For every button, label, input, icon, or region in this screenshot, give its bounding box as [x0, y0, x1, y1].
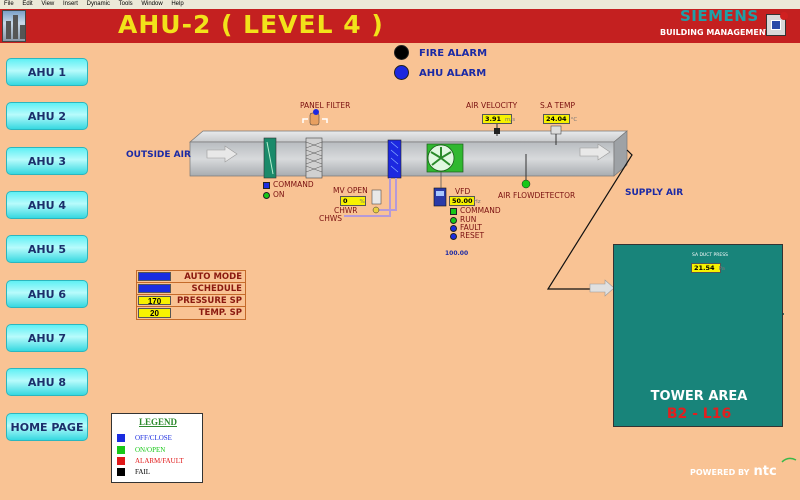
vfd-icon — [433, 187, 447, 207]
vfd-fault-status: FAULT — [450, 223, 482, 232]
vfd-command-status[interactable]: COMMAND — [450, 206, 501, 215]
mv-open-label: MV OPEN — [333, 186, 368, 195]
nav-ahu-4-button[interactable]: AHU 4 — [6, 191, 88, 219]
legend-swatch-icon — [117, 457, 125, 466]
vfd-hz-value[interactable]: 50.00Hz — [449, 196, 481, 206]
chws-label: CHWS — [319, 214, 343, 223]
vfd-label: VFD — [455, 187, 471, 196]
mv-open-value[interactable]: 0% — [340, 196, 366, 206]
schedule-label: SCHEDULE — [191, 284, 242, 294]
vendor-logo: ntc — [753, 464, 777, 479]
ahu-alarm-label: AHU ALARM — [419, 68, 487, 79]
header-bar — [0, 9, 800, 43]
brand-logo: SIEMENS — [680, 7, 759, 25]
nav-ahu-1-button[interactable]: AHU 1 — [6, 58, 88, 86]
damper-on-status: ON — [263, 190, 285, 199]
supply-air-label: SUPPLY AIR — [625, 188, 684, 198]
ahu-duct — [189, 141, 615, 177]
nav-ahu-2-button[interactable]: AHU 2 — [6, 102, 88, 130]
outside-air-label: OUTSIDE AIR — [126, 150, 191, 160]
page-title: AHU-2 ( LEVEL 4 ) — [118, 10, 384, 39]
status-dot-icon — [450, 216, 457, 224]
chwr-label: CHWR — [334, 206, 358, 215]
pressure-sp-label: PRESSURE SP — [176, 296, 242, 306]
legend-title: LEGEND — [138, 417, 177, 427]
nav-ahu-7-button[interactable]: AHU 7 — [6, 324, 88, 352]
tower-area-title: TOWER AREA — [650, 389, 748, 404]
menu-window[interactable]: Window — [141, 1, 163, 7]
panel-filter-label: PANEL FILTER — [300, 101, 351, 110]
menu-help[interactable]: Help — [171, 1, 184, 7]
status-dot-icon — [263, 191, 270, 199]
temp-sp-value[interactable]: 20 — [138, 308, 171, 318]
vfd-speed-value: 100.00 — [445, 250, 469, 257]
status-square-icon — [263, 181, 270, 189]
damper-command-status: COMMAND — [263, 180, 314, 189]
supply-air-line — [546, 149, 633, 290]
fire-alarm-label: FIRE ALARM — [419, 48, 488, 59]
auto-mode-indicator[interactable] — [138, 272, 171, 281]
legend: LEGEND OFF/CLOSE ON/OPEN ALARM/FAULT FAI… — [111, 413, 203, 483]
legend-item: OFF/CLOSE — [117, 434, 172, 443]
nav-ahu-3-button[interactable]: AHU 3 — [6, 147, 88, 175]
nav-ahu-5-button[interactable]: AHU 5 — [6, 235, 88, 263]
nav-ahu-8-button[interactable]: AHU 8 — [6, 368, 88, 396]
ntc-logo-icon — [781, 457, 797, 463]
sa-temp-value: 24.04°C — [543, 114, 577, 124]
ahu-alarm-indicator — [394, 65, 409, 80]
outlet-arrow-icon — [579, 143, 611, 161]
building-logo — [2, 10, 26, 42]
legend-item: ALARM/FAULT — [117, 457, 184, 466]
fire-alarm-indicator — [394, 45, 409, 60]
cooling-coil-icon — [387, 139, 402, 179]
menu-file[interactable]: File — [4, 1, 14, 7]
menu-insert[interactable]: Insert — [62, 1, 78, 7]
sa-duct-press-label: SA DUCT PRESS — [692, 253, 728, 258]
vfd-reset-status[interactable]: RESET — [450, 231, 484, 240]
status-dot-icon — [450, 224, 457, 232]
panel-filter-icon — [305, 137, 323, 179]
menu-dynamic[interactable]: Dynamic — [86, 1, 110, 7]
legend-swatch-icon — [117, 468, 125, 477]
pressure-sp-value[interactable]: 170 — [138, 296, 171, 306]
duct-top — [189, 130, 628, 143]
auto-mode-label: AUTO MODE — [184, 272, 242, 282]
sa-temp-sensor-icon — [550, 125, 562, 135]
nav-home-page-button[interactable]: HOME PAGE — [6, 413, 88, 441]
legend-item: ON/OPEN — [117, 446, 165, 455]
legend-swatch-icon — [117, 434, 125, 443]
legend-item: FAIL — [117, 468, 150, 477]
status-square-icon — [450, 207, 457, 215]
mode-setpoint-table: AUTO MODE SCHEDULE 170 PRESSURE SP 20 TEMP… — [136, 270, 246, 320]
vfd-run-status: RUN — [450, 215, 476, 224]
schedule-indicator[interactable] — [138, 284, 171, 293]
inlet-arrow-icon — [206, 145, 238, 163]
status-dot-icon — [450, 232, 457, 240]
menu-bar: File Edit View Insert Dynamic Tools Wind… — [0, 0, 800, 9]
air-velocity-label: AIR VELOCITY — [466, 101, 518, 110]
air-flow-detector-label: AIR FLOWDETECTOR — [498, 191, 576, 200]
nav-ahu-6-button[interactable]: AHU 6 — [6, 280, 88, 308]
tower-levels-label: B2 - L16 — [666, 406, 732, 422]
brand-subtitle: BUILDING MANAGEMENT SYS — [660, 28, 770, 37]
air-velocity-sensor-icon — [494, 128, 500, 134]
tower-inlet-arrow-icon — [589, 279, 615, 297]
sa-temp-label: S.A TEMP — [540, 101, 575, 110]
temp-sp-label: TEMP. SP — [198, 308, 242, 318]
alarm-viewer-icon[interactable] — [766, 12, 788, 36]
menu-edit[interactable]: Edit — [22, 1, 33, 7]
air-flow-detector-icon — [521, 179, 531, 189]
control-valve-icon — [372, 206, 380, 214]
menu-tools[interactable]: Tools — [118, 1, 133, 7]
menu-view[interactable]: View — [41, 1, 55, 7]
legend-swatch-icon — [117, 446, 125, 455]
